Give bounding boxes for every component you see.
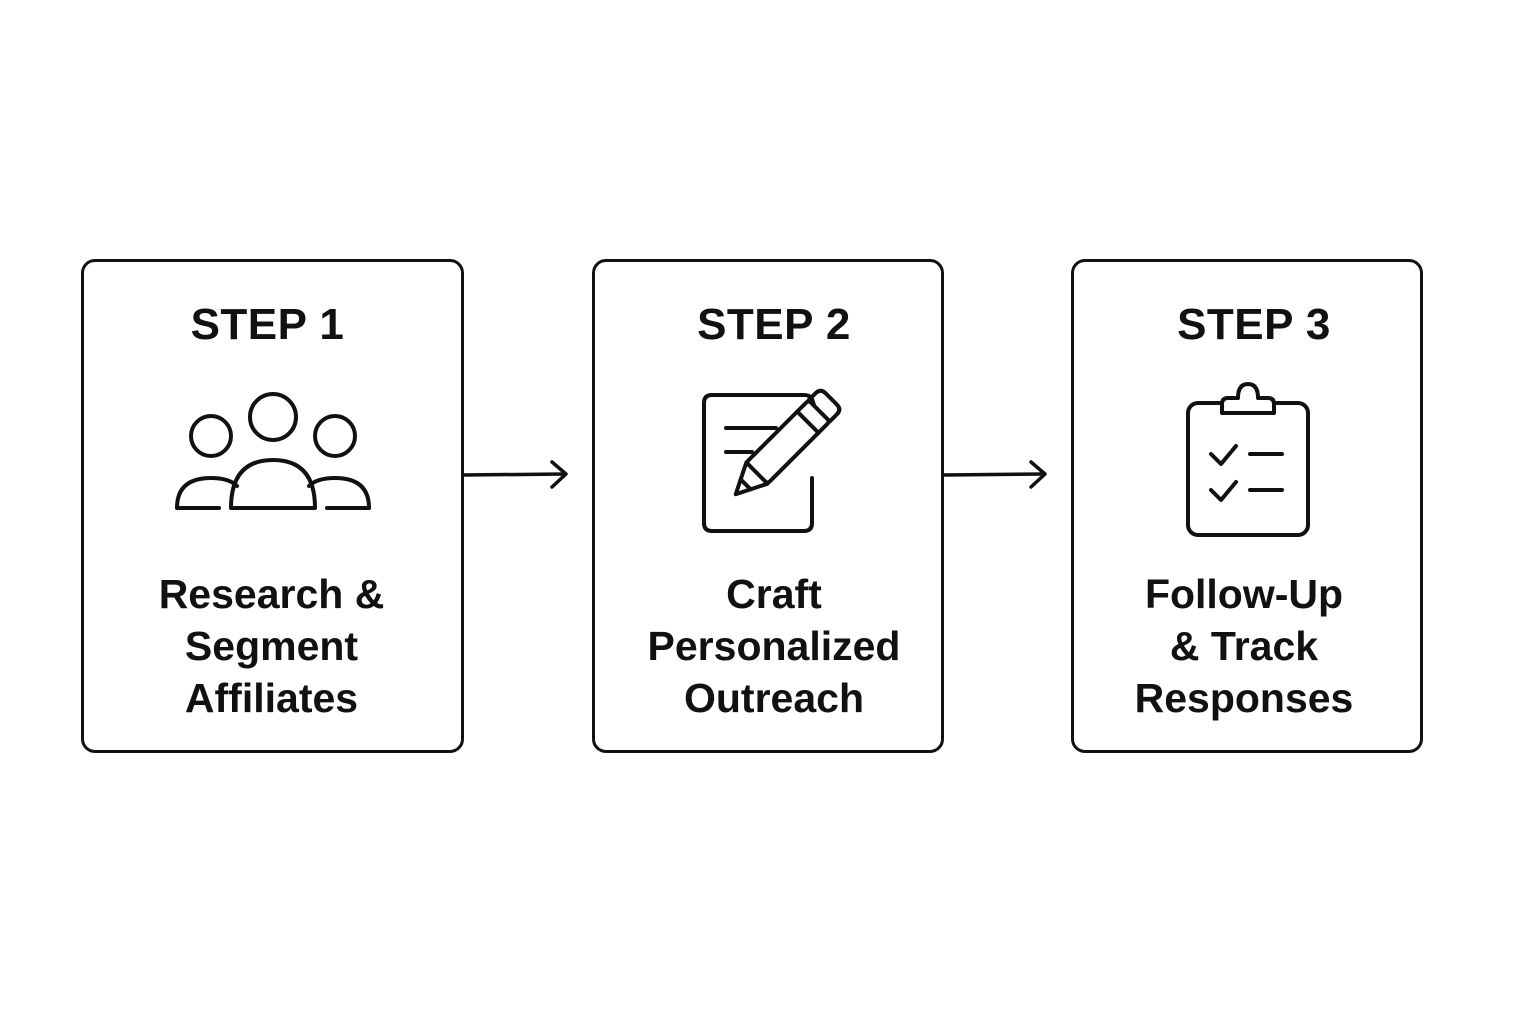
step-3-label: Follow-Up & Track Responses bbox=[1068, 568, 1420, 724]
step-2-label-line: Personalized bbox=[647, 623, 901, 669]
step-3-title: STEP 3 bbox=[1177, 300, 1331, 349]
step-1-label-line: Research & bbox=[158, 571, 385, 617]
step-2-label-line: Outreach bbox=[684, 675, 864, 721]
step-1-label: Research & Segment Affiliates bbox=[82, 568, 461, 724]
step-1-box: STEP 1 Research & Segment Affiliates bbox=[81, 259, 464, 753]
step-2-label: Craft Personalized Outreach bbox=[607, 568, 941, 724]
step-3-label-line: Responses bbox=[1134, 675, 1354, 721]
step-2-box: STEP 2 Craft Personalized Outreach bbox=[592, 259, 944, 753]
document-pencil-icon bbox=[595, 380, 941, 540]
step-3-label-line: & Track bbox=[1169, 623, 1319, 669]
step-1-label-line: Affiliates bbox=[184, 675, 359, 721]
step-1-title: STEP 1 bbox=[190, 300, 345, 349]
step-2-title: STEP 2 bbox=[697, 300, 851, 349]
step-3-box: STEP 3 Follow-Up & Track Responses bbox=[1071, 259, 1423, 753]
people-group-icon bbox=[84, 380, 461, 540]
clipboard-checklist-icon bbox=[1074, 380, 1420, 540]
arrow-right-icon bbox=[462, 460, 568, 489]
step-1-label-line: Segment bbox=[184, 623, 359, 669]
step-3-label-line: Follow-Up bbox=[1144, 571, 1344, 617]
step-2-label-line: Craft bbox=[726, 571, 822, 617]
arrow-right-icon bbox=[942, 460, 1047, 489]
